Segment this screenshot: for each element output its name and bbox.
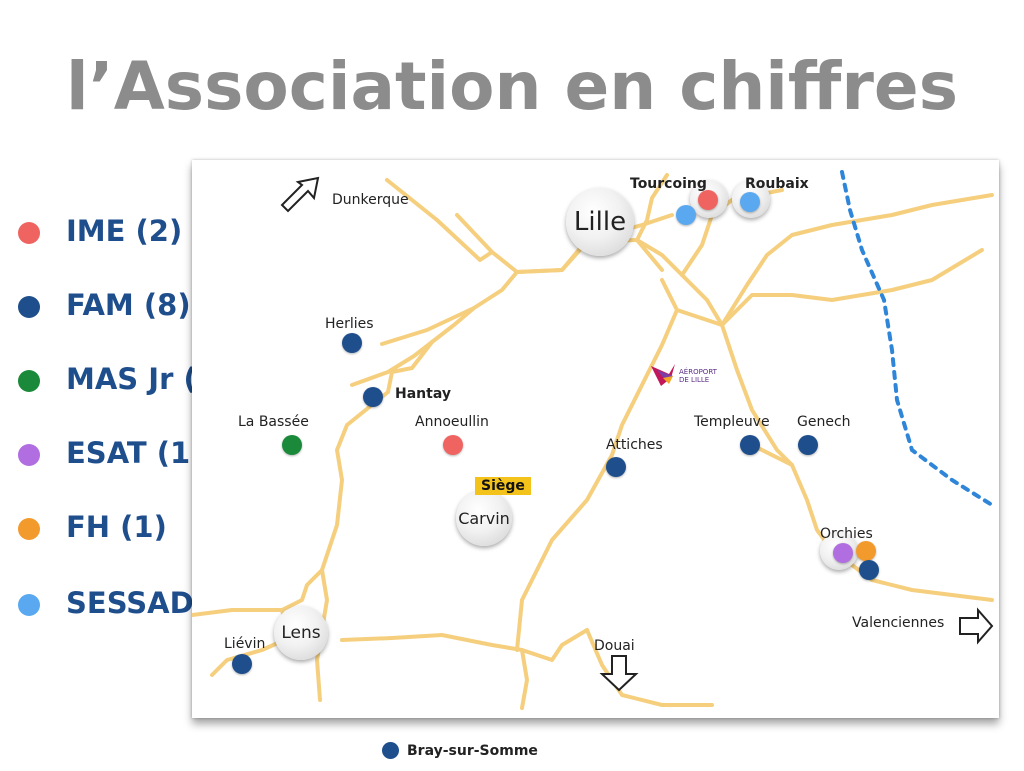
legend-label: FH (1) — [66, 510, 167, 544]
legend-label: ESAT (1) — [66, 436, 204, 470]
label-hantay: Hantay — [395, 386, 451, 402]
city-lens: Lens — [274, 606, 328, 660]
pin-fam-genech — [798, 435, 818, 455]
sessad-dot-icon — [18, 594, 40, 616]
pin-fam-lievin — [232, 654, 252, 674]
pin-esat-orchies — [833, 543, 853, 563]
legend-label: IME (2) — [66, 214, 183, 248]
label-valenciennes: Valenciennes — [852, 615, 945, 631]
label-dunkerque: Dunkerque — [332, 192, 409, 208]
pin-ime-annoeullin — [443, 435, 463, 455]
pin-fam-templeuve — [740, 435, 760, 455]
legend-item-fh: FH (1) — [18, 508, 258, 548]
airport-plane-icon: AÉROPORT DE LILLE — [651, 364, 718, 386]
label-templeuve: Templeuve — [694, 414, 770, 430]
pin-fam-hantay — [363, 387, 383, 407]
city-carvin: Carvin — [456, 490, 512, 546]
label-attiches: Attiches — [606, 437, 663, 453]
ime-dot-icon — [18, 222, 40, 244]
fam-dot-icon — [18, 296, 40, 318]
label-tourcoing: Tourcoing — [630, 176, 707, 192]
label-genech: Genech — [797, 414, 851, 430]
label-annoeullin: Annoeullin — [415, 414, 489, 430]
pin-fh-orchies — [856, 541, 876, 561]
label-lievin: Liévin — [224, 636, 266, 652]
airport-line1: AÉROPORT — [679, 367, 718, 376]
label-douai: Douai — [594, 638, 635, 654]
esat-dot-icon — [18, 444, 40, 466]
siege-badge: Siège — [475, 477, 531, 495]
pin-fam-attiches — [606, 457, 626, 477]
bray-dot-icon — [382, 742, 399, 759]
river-line — [840, 170, 994, 507]
pin-fam-orchies — [859, 560, 879, 580]
pin-mas-la-bassee — [282, 435, 302, 455]
legend-item-esat: ESAT (1) — [18, 434, 258, 474]
valenciennes-arrow-icon — [959, 607, 994, 645]
pin-fam-herlies — [342, 333, 362, 353]
label-orchies: Orchies — [820, 526, 873, 542]
pin-sessad-roubaix — [740, 192, 760, 212]
map-panel: Lille Lens Carvin Siège Tourcoing Roubai… — [192, 160, 999, 718]
pin-ime-tourcoing — [698, 190, 718, 210]
label-la-bassee: La Bassée — [238, 414, 309, 430]
city-lille: Lille — [566, 188, 634, 256]
label-roubaix: Roubaix — [745, 176, 809, 192]
legend-label: FAM (8) — [66, 288, 191, 322]
footer-label: Bray-sur-Somme — [407, 743, 538, 759]
pin-sessad-tourcoing — [676, 205, 696, 225]
label-herlies: Herlies — [325, 316, 374, 332]
legend-item-fam: FAM (8) — [18, 286, 258, 326]
page-title: l’Association en chiffres — [66, 48, 958, 125]
douai-arrow-icon — [599, 655, 639, 692]
mas-dot-icon — [18, 370, 40, 392]
fh-dot-icon — [18, 518, 40, 540]
dunkerque-arrow-icon — [280, 176, 320, 213]
airport-line2: DE LILLE — [679, 376, 709, 384]
legend-item-ime: IME (2) — [18, 212, 258, 252]
